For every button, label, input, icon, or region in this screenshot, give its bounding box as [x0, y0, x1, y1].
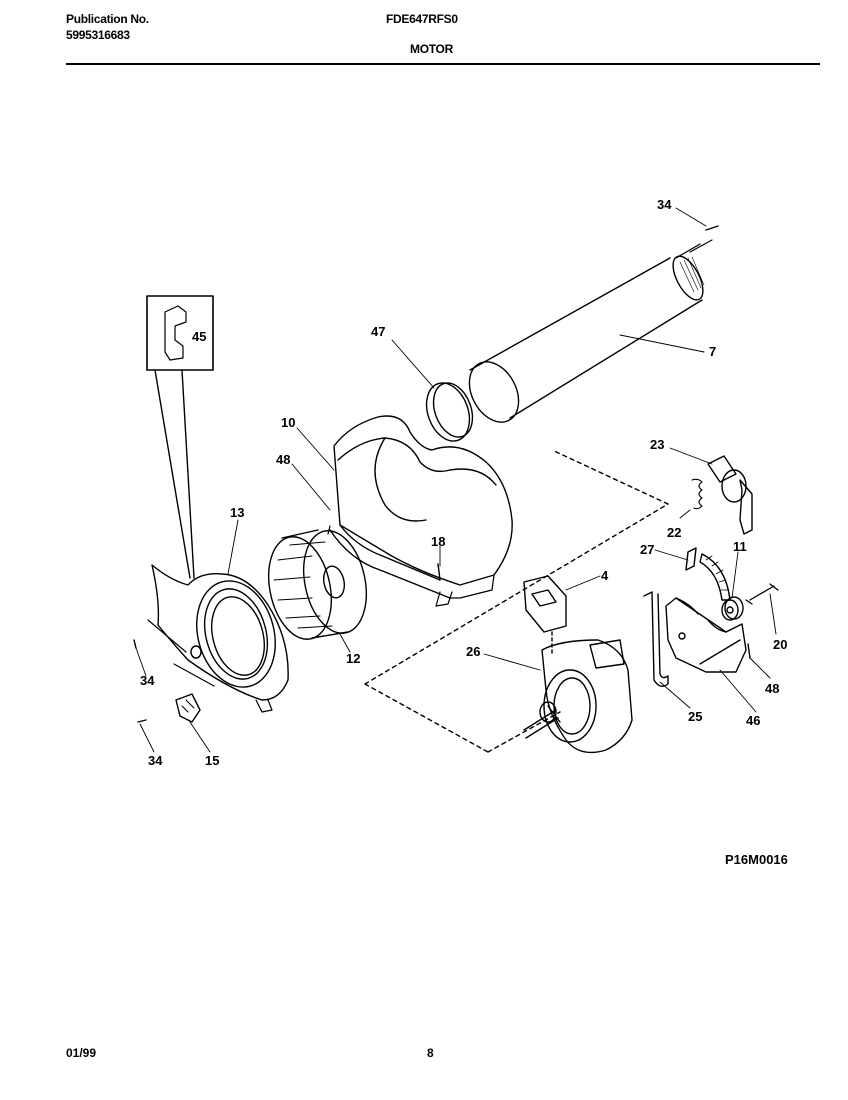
- callout-34-bottom: 34: [148, 753, 163, 768]
- callout-22: 22: [667, 525, 681, 540]
- part-47-ring: [425, 382, 474, 442]
- callout-23: 23: [650, 437, 664, 452]
- callout-34-top: 34: [657, 197, 672, 212]
- part-4-motor-bracket: [523, 575, 567, 657]
- part-20-bolt: [745, 583, 779, 605]
- callout-20: 20: [773, 637, 787, 652]
- callout-7: 7: [709, 344, 716, 359]
- footer-date: 01/99: [66, 1046, 97, 1060]
- callout-18: 18: [431, 534, 445, 549]
- publication-number: 5995316683: [66, 28, 130, 42]
- part-12-blower-wheel: [268, 529, 367, 640]
- callout-25: 25: [688, 709, 702, 724]
- part-10-blower-housing: [327, 415, 513, 607]
- callout-48-left: 48: [276, 452, 290, 467]
- callout-4: 4: [601, 568, 609, 583]
- callout-labels: 34 7 47 45 10 48 13 23 22 27 11 4 18 20 …: [140, 197, 787, 768]
- publication-label: Publication No.: [66, 12, 149, 26]
- callout-48-right: 48: [765, 681, 779, 696]
- part-25-rod: [643, 591, 669, 687]
- footer-page-number: 8: [427, 1046, 434, 1060]
- part-7-exhaust-duct: [468, 239, 713, 423]
- callout-34-left: 34: [140, 673, 155, 688]
- callout-15: 15: [205, 753, 219, 768]
- part-46-motor-mount: [665, 597, 747, 673]
- callout-47: 47: [371, 324, 385, 339]
- screws: [133, 225, 751, 723]
- callout-13: 13: [230, 505, 244, 520]
- model-number: FDE647RFS0: [386, 12, 458, 26]
- part-45-inset: [146, 295, 214, 579]
- assembly-outline: [364, 449, 669, 753]
- callout-45: 45: [192, 329, 206, 344]
- callout-26: 26: [466, 644, 480, 659]
- callout-12: 12: [346, 651, 360, 666]
- section-title: MOTOR: [410, 42, 453, 56]
- part-23-switch: [707, 455, 753, 535]
- part-13-blower-cover: [147, 564, 289, 713]
- callout-27: 27: [640, 542, 654, 557]
- diagram-code: P16M0016: [725, 852, 788, 867]
- callout-46: 46: [746, 713, 760, 728]
- leader-lines: [135, 207, 777, 753]
- part-26-motor: [523, 639, 633, 754]
- header-rule: [66, 63, 820, 65]
- callout-11: 11: [733, 539, 747, 554]
- part-11-pulley: [721, 596, 744, 621]
- part-22-spring: [691, 478, 703, 510]
- part-27-idler-arm: [685, 547, 731, 601]
- callout-10: 10: [281, 415, 295, 430]
- part-15-connector: [175, 693, 201, 723]
